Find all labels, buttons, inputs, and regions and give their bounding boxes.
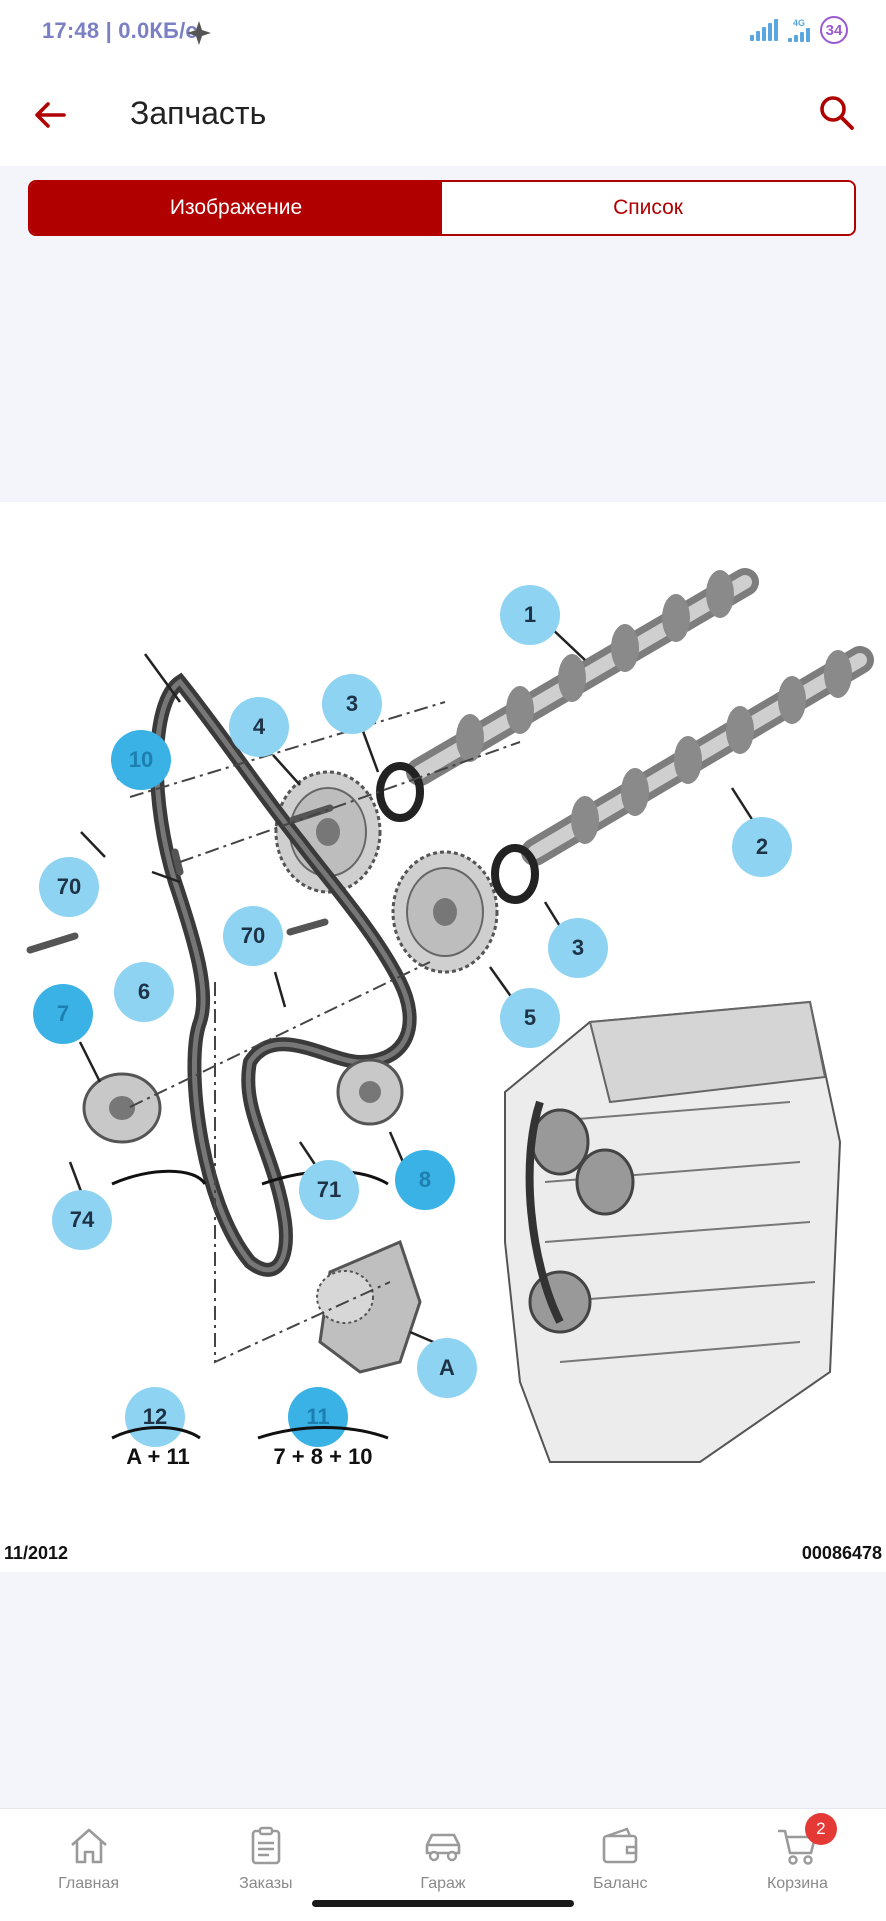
- callout-71-label: 71: [317, 1177, 341, 1202]
- nav-orders[interactable]: Заказы: [177, 1809, 354, 1921]
- signal-icon-2: [788, 27, 810, 42]
- callout-7-label: 7: [57, 1001, 69, 1026]
- callout-2-label: 2: [756, 834, 768, 859]
- nav-garage-label: Гараж: [420, 1875, 466, 1892]
- callout-1[interactable]: [500, 585, 560, 645]
- callout-4[interactable]: [229, 697, 289, 757]
- cart-badge: 2: [804, 1813, 837, 1845]
- sparkle-icon: [187, 21, 211, 45]
- callout-11-label: 11: [306, 1404, 329, 1429]
- status-indicators: 4G 34: [750, 16, 848, 44]
- part-code: 00086478: [802, 1543, 882, 1563]
- nav-cart-label: Корзина: [766, 1875, 828, 1892]
- camshaft-1: [406, 568, 759, 786]
- camshaft-2: [521, 646, 874, 866]
- app-bar: Запчасть: [0, 62, 886, 166]
- callout-3a-label: 3: [346, 691, 358, 716]
- kit-bracket-a11: [111, 1169, 207, 1186]
- tab-image[interactable]: Изображение: [30, 182, 442, 234]
- callout-6[interactable]: [114, 962, 174, 1022]
- water-pump: [316, 1239, 422, 1374]
- network-type: 4G: [792, 17, 805, 28]
- callout-70b-label: 70: [241, 923, 265, 948]
- nav-cart[interactable]: Корзина 2: [709, 1809, 886, 1921]
- wallet-icon: [602, 1827, 638, 1864]
- home-indicator[interactable]: [312, 1900, 574, 1907]
- nav-home[interactable]: Главная: [0, 1809, 177, 1921]
- back-button[interactable]: [28, 92, 74, 138]
- signal-icon: [750, 19, 778, 41]
- callout-8[interactable]: [395, 1150, 455, 1210]
- callout-a[interactable]: [417, 1338, 477, 1398]
- search-button[interactable]: [814, 90, 860, 136]
- sprocket-5: [391, 850, 499, 974]
- timing-belt: [149, 672, 417, 1277]
- callout-2[interactable]: [732, 817, 792, 877]
- callout-70a-label: 70: [57, 874, 81, 899]
- oil-seal-3a: [376, 762, 424, 822]
- page-title: Запчасть: [130, 95, 267, 131]
- idler-pulley: [336, 1058, 404, 1126]
- kit-label-7-8-10: 7 + 8 + 10: [273, 1444, 372, 1469]
- tab-list[interactable]: Список: [442, 182, 854, 234]
- status-time: 17:48 | 0.0КБ/с: [42, 18, 198, 43]
- callout-4-label: 4: [253, 714, 266, 739]
- callout-11[interactable]: [288, 1387, 348, 1447]
- callout-8-label: 8: [419, 1167, 431, 1192]
- callout-3b-label: 3: [572, 935, 584, 960]
- bolt-74: [26, 932, 79, 954]
- callout-a-label: A: [439, 1355, 455, 1380]
- home-icon: [70, 1828, 107, 1864]
- search-icon: [820, 96, 854, 130]
- callout-70a[interactable]: [39, 857, 99, 917]
- callout-74-label: 74: [70, 1207, 95, 1232]
- content-background: [0, 1572, 886, 1808]
- nav-balance-label: Баланс: [592, 1875, 648, 1892]
- car-icon: [425, 1833, 461, 1862]
- parts-diagram[interactable]: 1 2 3 3 4 5 10 70 70 6 7 71 8: [0, 502, 886, 1572]
- callout-3b[interactable]: [548, 918, 608, 978]
- callout-5-label: 5: [524, 1005, 536, 1030]
- callout-70b[interactable]: [223, 906, 283, 966]
- date-code: 11/2012: [4, 1543, 68, 1563]
- clipboard-icon: [251, 1826, 281, 1865]
- callout-3a[interactable]: [322, 674, 382, 734]
- callout-71[interactable]: [299, 1160, 359, 1220]
- callout-1-label: 1: [524, 602, 536, 627]
- callout-5[interactable]: [500, 988, 560, 1048]
- pin-6: [171, 848, 184, 876]
- bolt-70b: [289, 804, 334, 824]
- callout-10-label: 10: [129, 747, 153, 772]
- callout-10[interactable]: [111, 730, 171, 790]
- nav-orders-label: Заказы: [239, 1875, 293, 1892]
- arrow-left-icon: [35, 102, 66, 128]
- nav-home-label: Главная: [58, 1875, 120, 1892]
- callout-6-label: 6: [138, 979, 150, 1004]
- bolt-71: [286, 918, 329, 936]
- callout-12[interactable]: [125, 1387, 185, 1447]
- status-bar: 17:48 | 0.0КБ/с 4G 34: [0, 0, 886, 62]
- callout-74[interactable]: [52, 1190, 112, 1250]
- oil-seal-3b: [491, 844, 539, 904]
- callout-12-label: 12: [143, 1404, 167, 1429]
- timing-belt-diagram: 1 2 3 3 4 5 10 70 70 6 7 71 8: [4, 568, 882, 1563]
- engine-block: [504, 1000, 842, 1463]
- nav-garage[interactable]: Гараж: [354, 1809, 531, 1921]
- nav-balance[interactable]: Баланс: [532, 1809, 709, 1921]
- battery-indicator: 34: [820, 16, 848, 44]
- tensioner-pulley: [82, 1072, 162, 1144]
- view-mode-tabs: Изображение Список: [28, 180, 856, 236]
- kit-label-a-11: A + 11: [126, 1444, 189, 1469]
- callout-7[interactable]: [33, 984, 93, 1044]
